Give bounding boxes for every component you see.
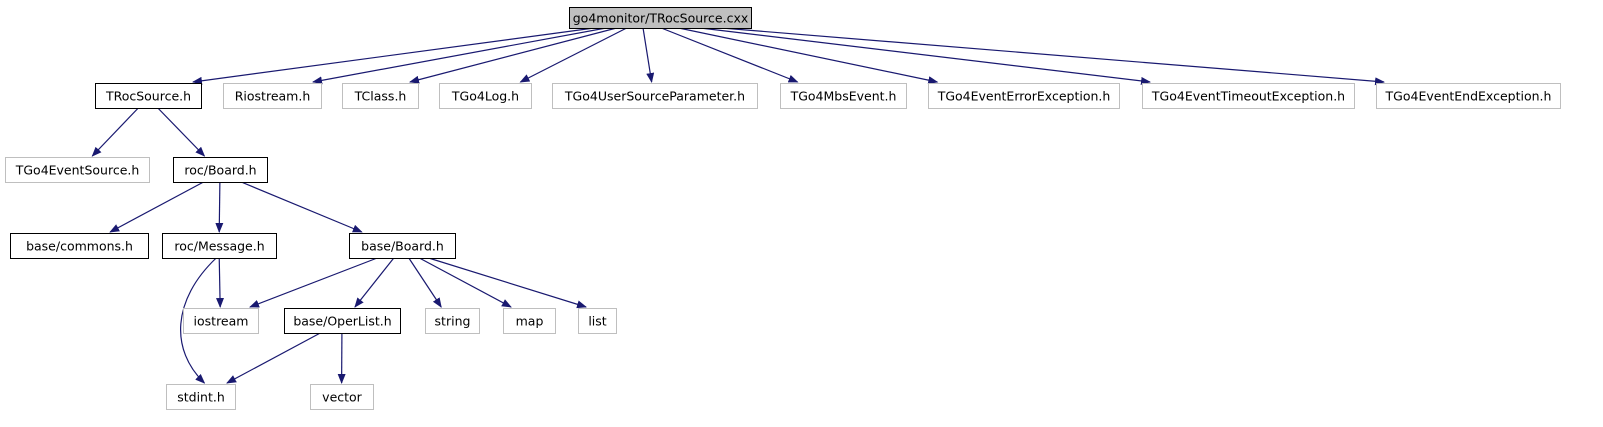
- node-box-tclass: [342, 83, 419, 109]
- edge-baseboard-to-list: [428, 257, 587, 309]
- edge-root-to-usersourceparam: [642, 27, 655, 83]
- node-map: map: [503, 308, 556, 334]
- node-eventsource: TGo4EventSource.h: [5, 157, 150, 183]
- node-label-tgo4log: TGo4Log.h: [451, 89, 519, 104]
- node-box-eventsource: [5, 157, 150, 183]
- node-label-rocmessage: roc/Message.h: [174, 239, 264, 254]
- node-root[interactable]: go4monitor/TRocSource.cxx: [569, 7, 752, 29]
- node-box-stdint: [166, 384, 236, 410]
- node-box-rocboard: [173, 157, 268, 183]
- edge-root-to-riostream: [312, 27, 607, 85]
- node-box-list: [578, 308, 617, 334]
- node-box-commons: [10, 233, 149, 259]
- node-box-map: [503, 308, 556, 334]
- node-label-list: list: [588, 314, 606, 329]
- node-box-string: [425, 308, 480, 334]
- node-tclass: TClass.h: [342, 83, 419, 109]
- edge-trocsource-to-eventsource: [91, 107, 139, 157]
- edge-operlist-to-stdint: [226, 332, 321, 384]
- node-mbsevent: TGo4MbsEvent.h: [780, 83, 907, 109]
- node-box-iostream: [183, 308, 259, 334]
- node-label-tclass: TClass.h: [354, 89, 407, 104]
- node-stdint: stdint.h: [166, 384, 236, 410]
- edges-layer: [91, 27, 1385, 384]
- edge-root-to-mbsevent: [661, 27, 799, 83]
- edge-rocmessage-to-iostream: [216, 257, 225, 308]
- node-box-trocsource: [95, 83, 202, 109]
- node-box-baseboard: [349, 233, 456, 259]
- edge-root-to-tclass: [409, 27, 617, 84]
- node-rocboard[interactable]: roc/Board.h: [173, 157, 268, 183]
- node-label-rocboard: roc/Board.h: [184, 163, 256, 178]
- node-box-riostream: [223, 83, 322, 109]
- node-operlist[interactable]: base/OperList.h: [284, 308, 401, 334]
- node-label-string: string: [435, 314, 471, 329]
- node-box-rocmessage: [162, 233, 277, 259]
- node-label-trocsource: TRocSource.h: [105, 89, 191, 104]
- edge-baseboard-to-operlist: [354, 257, 395, 308]
- node-errorexc: TGo4EventErrorException.h: [928, 83, 1120, 109]
- node-label-endexc: TGo4EventEndException.h: [1385, 89, 1552, 104]
- node-string: string: [425, 308, 480, 334]
- node-box-errorexc: [928, 83, 1120, 109]
- node-label-timeoutexc: TGo4EventTimeoutException.h: [1151, 89, 1345, 104]
- edge-root-to-endexc: [721, 27, 1385, 86]
- node-label-iostream: iostream: [194, 314, 249, 329]
- node-label-usersourceparam: TGo4UserSourceParameter.h: [564, 89, 745, 104]
- node-endexc: TGo4EventEndException.h: [1376, 83, 1561, 109]
- node-box-operlist: [284, 308, 401, 334]
- edge-rocmessage-to-stdint: [180, 257, 217, 384]
- node-list: list: [578, 308, 617, 334]
- edge-root-to-trocsource: [192, 27, 595, 85]
- edge-rocboard-to-commons: [109, 181, 204, 233]
- node-label-errorexc: TGo4EventErrorException.h: [937, 89, 1111, 104]
- node-label-map: map: [516, 314, 544, 329]
- node-label-vector: vector: [322, 390, 363, 405]
- node-label-riostream: Riostream.h: [235, 89, 311, 104]
- node-trocsource[interactable]: TRocSource.h: [95, 83, 202, 109]
- node-label-operlist: base/OperList.h: [293, 314, 391, 329]
- node-label-mbsevent: TGo4MbsEvent.h: [790, 89, 897, 104]
- node-box-timeoutexc: [1142, 83, 1355, 109]
- node-label-commons: base/commons.h: [26, 239, 133, 254]
- node-tgo4log: TGo4Log.h: [439, 83, 532, 109]
- node-label-eventsource: TGo4EventSource.h: [15, 163, 140, 178]
- node-box-root: [569, 7, 752, 29]
- edge-baseboard-to-iostream: [249, 257, 378, 308]
- edge-rocboard-to-baseboard: [241, 181, 363, 233]
- node-label-root: go4monitor/TRocSource.cxx: [573, 11, 749, 26]
- edge-root-to-timeoutexc: [700, 27, 1151, 85]
- node-box-endexc: [1376, 83, 1561, 109]
- edge-trocsource-to-rocboard: [157, 107, 206, 157]
- node-baseboard[interactable]: base/Board.h: [349, 233, 456, 259]
- node-box-tgo4log: [439, 83, 532, 109]
- edge-root-to-tgo4log: [519, 27, 627, 83]
- node-iostream: iostream: [183, 308, 259, 334]
- edge-rocboard-to-rocmessage: [215, 181, 224, 233]
- edge-baseboard-to-map: [419, 257, 512, 308]
- node-box-mbsevent: [780, 83, 907, 109]
- node-commons[interactable]: base/commons.h: [10, 233, 149, 259]
- node-riostream: Riostream.h: [223, 83, 322, 109]
- node-timeoutexc: TGo4EventTimeoutException.h: [1142, 83, 1355, 109]
- node-box-usersourceparam: [552, 83, 758, 109]
- node-usersourceparam: TGo4UserSourceParameter.h: [552, 83, 758, 109]
- node-label-baseboard: base/Board.h: [361, 239, 444, 254]
- edge-root-to-errorexc: [678, 27, 939, 85]
- edge-baseboard-to-string: [408, 257, 442, 308]
- node-label-stdint: stdint.h: [177, 390, 225, 405]
- node-box-vector: [310, 384, 374, 410]
- node-rocmessage[interactable]: roc/Message.h: [162, 233, 277, 259]
- node-vector: vector: [310, 384, 374, 410]
